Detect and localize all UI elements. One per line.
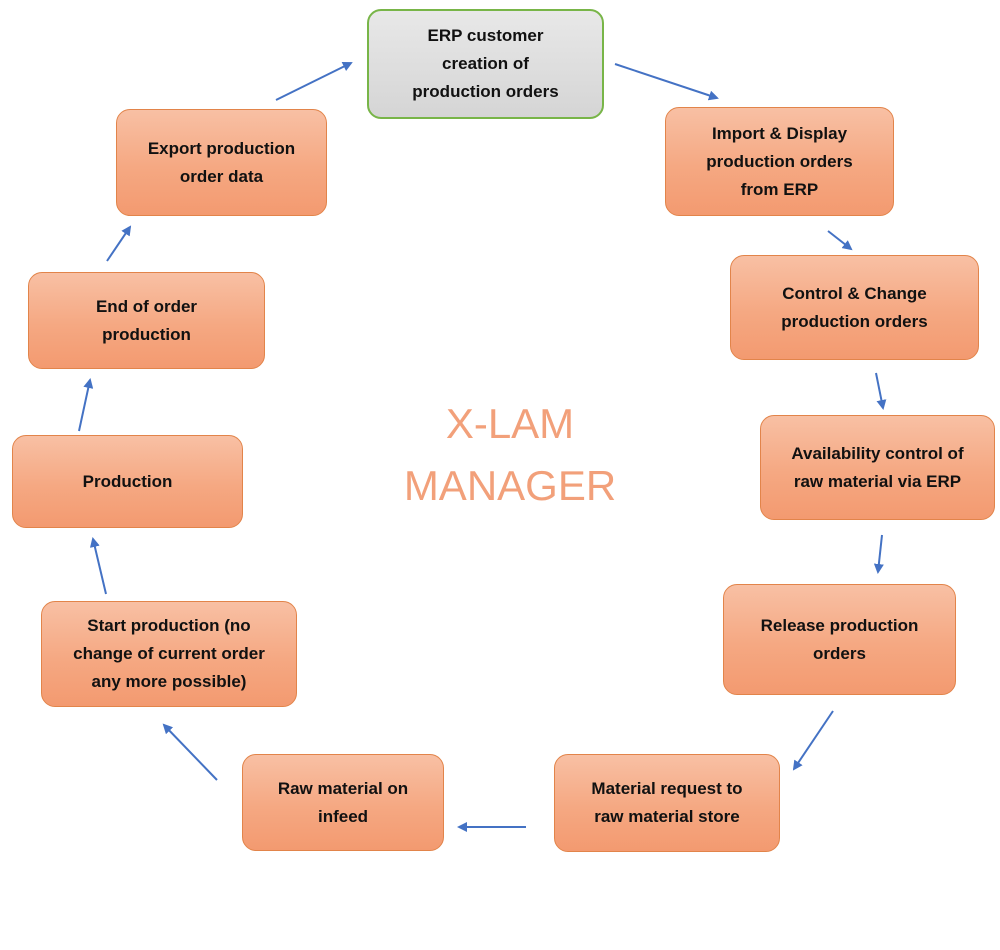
node-start-production: Start production (no change of current o… [41,601,297,707]
node-availability-control: Availability control of raw material via… [760,415,995,520]
node-label: Material request to raw material store [591,779,743,826]
node-label: Export production order data [147,138,296,186]
node-label: Raw material on infeed [277,778,409,826]
node-export-production-order-data: Export production order data [116,109,327,216]
center-title: X-LAM MANAGER [360,393,660,517]
arrow-export-to-erp [275,62,353,101]
node-control-change: Control & Change production orders [730,255,979,360]
arrow-control-to-availability [875,372,887,410]
arrow-start-to-production [89,537,107,595]
arrow-end-to-export [106,225,132,262]
node-label: Import & Display production orders from … [706,123,853,199]
node-material-request: Material request to raw material store [554,754,780,852]
center-title-line2: MANAGER [403,462,617,509]
node-import-display: Import & Display production orders from … [665,107,894,216]
node-label: Production [82,471,173,491]
node-release-production-orders: Release production orders [723,584,956,695]
node-label: Control & Change production orders [781,283,928,331]
arrow-release-to-request [792,710,834,771]
node-end-of-order-production: End of order production [28,272,265,369]
arrow-erp-to-import [614,63,719,101]
arrow-production-to-end [78,378,94,432]
arrow-import-to-control [827,230,853,251]
arrow-availability-to-release [873,534,884,574]
node-label: ERP customer creation of production orde… [412,26,559,101]
node-erp-customer-creation: ERP customer creation of production orde… [367,9,604,119]
arrow-infeed-to-start [162,723,218,781]
node-label: Availability control of raw material via… [791,443,964,491]
node-label: Start production (no change of current o… [73,616,265,691]
center-title-line1: X-LAM [445,400,575,447]
node-production: Production [12,435,243,528]
node-label: End of order production [95,296,198,344]
node-label: Release production orders [760,615,919,663]
node-raw-material-infeed: Raw material on infeed [242,754,444,851]
